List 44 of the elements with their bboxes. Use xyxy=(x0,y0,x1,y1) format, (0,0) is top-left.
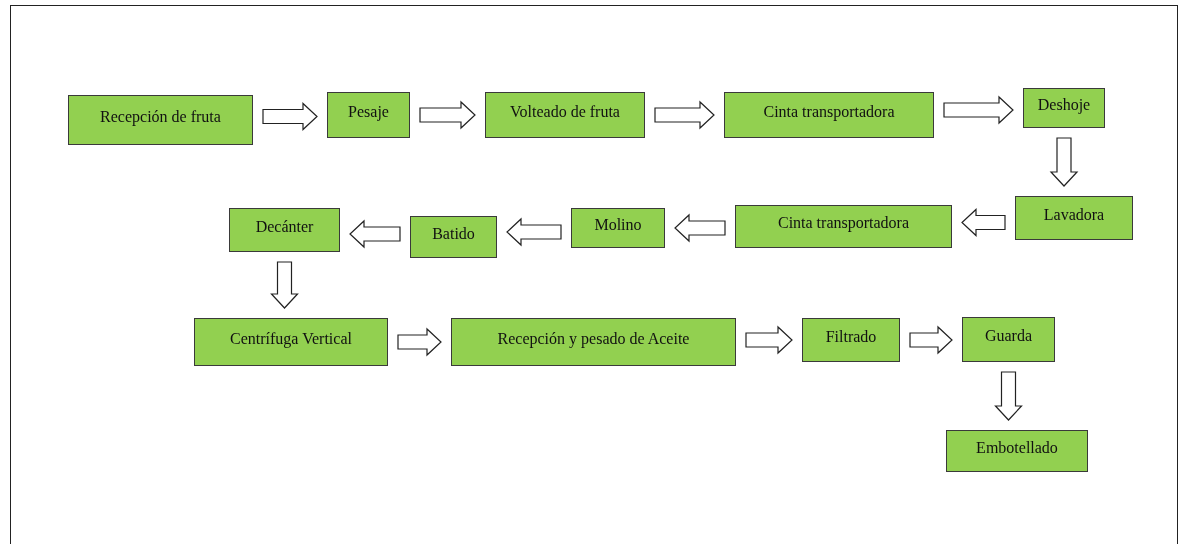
block-arrow xyxy=(419,100,476,130)
block-arrow xyxy=(961,208,1006,237)
block-arrow xyxy=(674,213,726,243)
step-label: Lavadora xyxy=(1043,205,1105,225)
step-label: Volteado de fruta xyxy=(510,102,620,122)
process-box xyxy=(962,317,1055,362)
block-arrow xyxy=(1049,137,1079,187)
block-arrow xyxy=(909,325,953,355)
process-box xyxy=(485,92,645,138)
block-arrow xyxy=(654,100,715,130)
process-box xyxy=(1023,88,1105,128)
step-label: Cinta transportadora xyxy=(763,102,895,122)
block-arrow xyxy=(506,217,562,247)
step-label: Batido xyxy=(432,224,475,244)
step-label: Cinta transportadora xyxy=(777,214,910,233)
process-box xyxy=(1015,196,1133,240)
step-label: Deshoje xyxy=(1037,95,1091,115)
process-box xyxy=(735,205,952,248)
process-box xyxy=(194,318,388,366)
step-label: Filtrado xyxy=(825,327,877,347)
process-box xyxy=(946,430,1088,472)
process-box xyxy=(327,92,410,138)
step-label: Centrífuga Vertical xyxy=(230,329,352,349)
step-label: Pesaje xyxy=(348,102,389,122)
step-label: Molino xyxy=(594,215,642,235)
block-arrow xyxy=(994,371,1023,421)
step-label: Decánter xyxy=(255,217,314,237)
process-box xyxy=(68,95,253,145)
block-arrow xyxy=(349,219,401,249)
block-arrow xyxy=(270,261,299,309)
process-box xyxy=(724,92,934,138)
process-box xyxy=(410,216,497,258)
step-label: Recepción y pesado de Aceite xyxy=(497,329,690,349)
process-box xyxy=(802,318,900,362)
step-label: Embotellado xyxy=(976,438,1058,458)
block-arrow xyxy=(943,95,1014,125)
process-box xyxy=(571,208,665,248)
step-label: Recepción de fruta xyxy=(100,107,221,127)
block-arrow xyxy=(397,327,442,357)
process-box xyxy=(451,318,736,366)
block-arrow xyxy=(745,325,793,355)
step-label: Guarda xyxy=(984,327,1033,346)
block-arrow xyxy=(262,102,318,131)
process-box xyxy=(229,208,340,252)
